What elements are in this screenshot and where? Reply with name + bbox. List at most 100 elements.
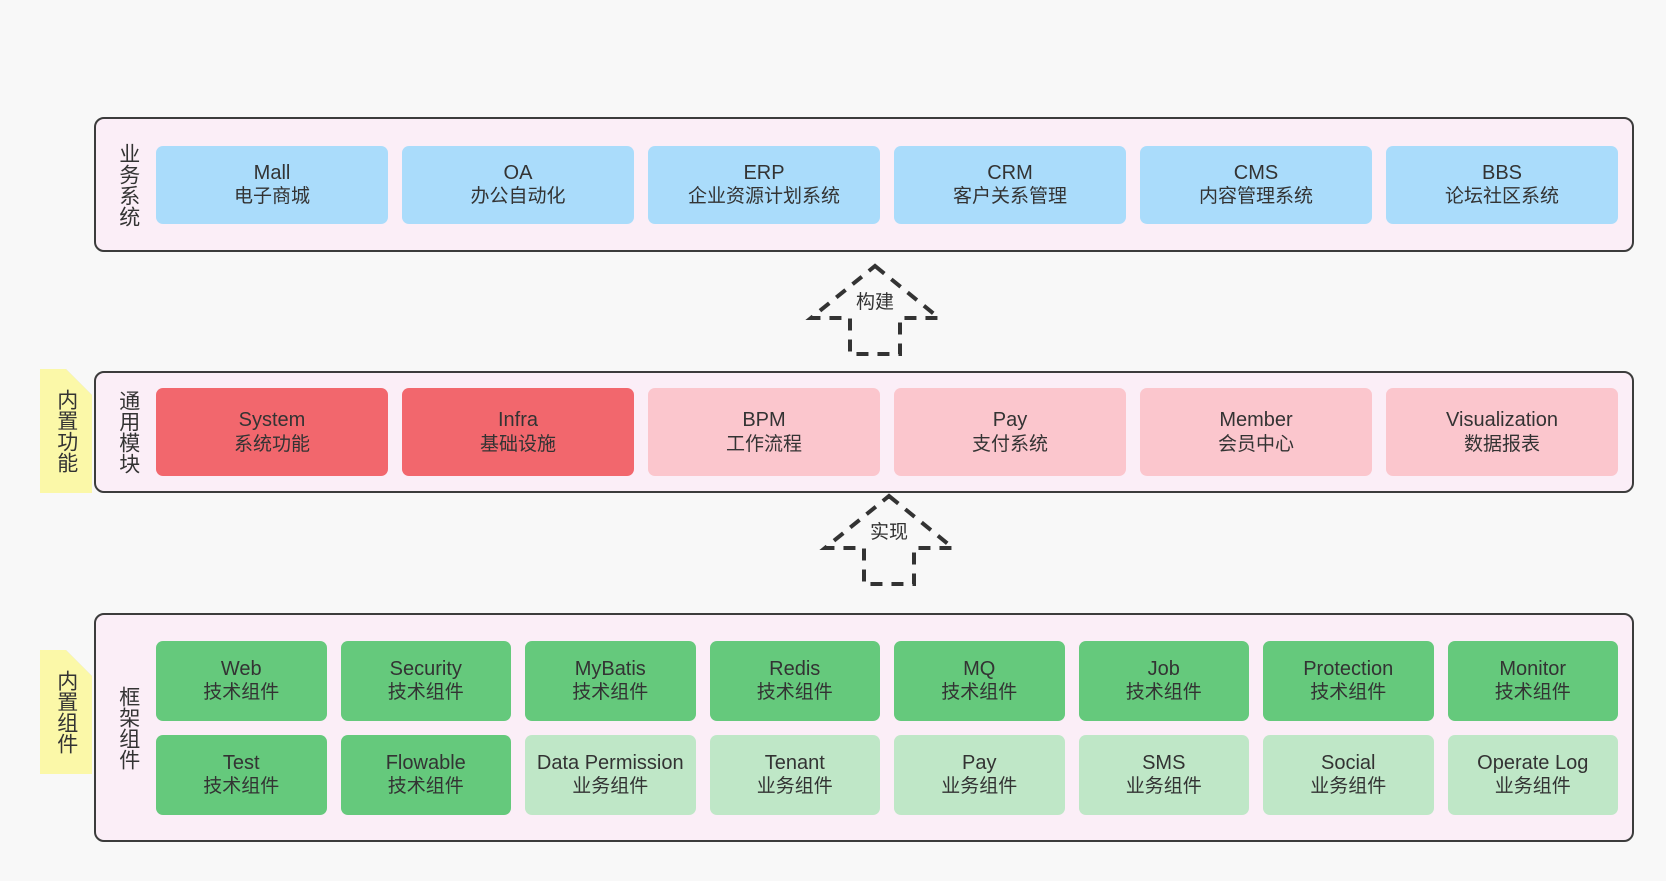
- node-member-title: Member: [1219, 409, 1293, 432]
- sticky-note-builtin-components-label: 内置组件: [54, 670, 78, 754]
- node-web-subtitle: 技术组件: [203, 682, 280, 704]
- layer-business-systems: 业务系统 Mall 电子商城 OA 办公自动化 ERP 企业资源计划系统 CRM: [94, 117, 1634, 252]
- node-mybatis-subtitle: 技术组件: [572, 682, 649, 704]
- node-security-title: Security: [389, 657, 462, 680]
- node-mall[interactable]: Mall 电子商城: [156, 145, 388, 224]
- node-bpm-subtitle: 工作流程: [725, 433, 802, 455]
- node-web-title: Web: [220, 657, 262, 680]
- node-visualization-title: Visualization: [1446, 409, 1558, 432]
- node-mall-subtitle: 电子商城: [233, 186, 310, 208]
- node-erp-subtitle: 企业资源计划系统: [687, 186, 840, 208]
- layer-body-business-systems: Mall 电子商城 OA 办公自动化 ERP 企业资源计划系统 CRM 客户关系…: [152, 119, 1632, 250]
- node-test[interactable]: Test 技术组件: [156, 734, 327, 815]
- node-test-subtitle: 技术组件: [203, 776, 280, 798]
- node-infra-title: Infra: [497, 409, 539, 432]
- node-system[interactable]: System 系统功能: [156, 388, 388, 476]
- node-visualization[interactable]: Visualization 数据报表: [1386, 388, 1618, 476]
- node-monitor-subtitle: 技术组件: [1494, 682, 1571, 704]
- node-pay-module[interactable]: Pay 支付系统: [894, 388, 1126, 476]
- node-tenant-title: Tenant: [764, 751, 825, 774]
- node-mybatis-title: MyBatis: [574, 657, 646, 680]
- node-member[interactable]: Member 会员中心: [1140, 388, 1372, 476]
- node-mq-title: MQ: [963, 657, 996, 680]
- implement-arrow-icon: [819, 493, 959, 586]
- node-crm-title: CRM: [987, 161, 1033, 184]
- layer-label-common-modules: 通用模块: [116, 390, 140, 474]
- node-mq[interactable]: MQ 技术组件: [894, 640, 1065, 721]
- node-bpm-title: BPM: [742, 409, 786, 432]
- node-redis[interactable]: Redis 技术组件: [709, 640, 880, 721]
- node-visualization-subtitle: 数据报表: [1463, 433, 1540, 455]
- node-cms[interactable]: CMS 内容管理系统: [1140, 145, 1372, 224]
- node-bbs-title: BBS: [1481, 161, 1523, 184]
- node-operate-log[interactable]: Operate Log 业务组件: [1447, 734, 1618, 815]
- node-job-subtitle: 技术组件: [1125, 682, 1202, 704]
- layer-common-modules: 通用模块 System 系统功能 Infra 基础设施 BPM 工作流程 Pay: [94, 371, 1634, 493]
- sticky-note-builtin-components: 内置组件: [40, 650, 92, 774]
- common-modules-row: System 系统功能 Infra 基础设施 BPM 工作流程 Pay 支付系统…: [156, 388, 1618, 476]
- node-oa[interactable]: OA 办公自动化: [402, 145, 634, 224]
- node-erp-title: ERP: [743, 161, 785, 184]
- node-data-permission[interactable]: Data Permission 业务组件: [525, 734, 696, 815]
- build-arrow-icon: [805, 263, 945, 356]
- node-job-title: Job: [1147, 657, 1180, 680]
- node-pay-component[interactable]: Pay 业务组件: [894, 734, 1065, 815]
- node-sms[interactable]: SMS 业务组件: [1078, 734, 1249, 815]
- framework-row-business: Test 技术组件 Flowable 技术组件 Data Permission …: [156, 734, 1618, 815]
- business-systems-row: Mall 电子商城 OA 办公自动化 ERP 企业资源计划系统 CRM 客户关系…: [156, 145, 1618, 224]
- node-protection[interactable]: Protection 技术组件: [1263, 640, 1434, 721]
- node-operate-log-title: Operate Log: [1477, 751, 1589, 774]
- node-monitor[interactable]: Monitor 技术组件: [1447, 640, 1618, 721]
- layer-label-business-systems: 业务系统: [116, 142, 140, 227]
- node-data-permission-title: Data Permission: [536, 751, 684, 774]
- node-crm-subtitle: 客户关系管理: [952, 186, 1067, 208]
- node-tenant-subtitle: 业务组件: [756, 776, 833, 798]
- sticky-note-builtin-features-label: 内置功能: [54, 389, 78, 473]
- framework-components-rows: Web 技术组件 Security 技术组件 MyBatis 技术组件 Redi…: [156, 640, 1618, 815]
- framework-row-technical: Web 技术组件 Security 技术组件 MyBatis 技术组件 Redi…: [156, 640, 1618, 721]
- node-sms-subtitle: 业务组件: [1125, 776, 1202, 798]
- node-crm[interactable]: CRM 客户关系管理: [894, 145, 1126, 224]
- node-system-subtitle: 系统功能: [233, 433, 310, 455]
- node-mybatis[interactable]: MyBatis 技术组件: [525, 640, 696, 721]
- node-security[interactable]: Security 技术组件: [340, 640, 511, 721]
- node-tenant[interactable]: Tenant 业务组件: [709, 734, 880, 815]
- node-web[interactable]: Web 技术组件: [156, 640, 327, 721]
- node-infra[interactable]: Infra 基础设施: [402, 388, 634, 476]
- node-infra-subtitle: 基础设施: [479, 433, 556, 455]
- node-flowable-title: Flowable: [385, 751, 466, 774]
- node-redis-subtitle: 技术组件: [756, 682, 833, 704]
- node-cms-subtitle: 内容管理系统: [1198, 186, 1313, 208]
- node-job[interactable]: Job 技术组件: [1078, 640, 1249, 721]
- node-member-subtitle: 会员中心: [1217, 433, 1294, 455]
- node-protection-subtitle: 技术组件: [1310, 682, 1387, 704]
- node-sms-title: SMS: [1142, 751, 1186, 774]
- node-system-title: System: [238, 409, 306, 432]
- node-pay-component-subtitle: 业务组件: [941, 776, 1018, 798]
- connector-implement-label: 实现: [869, 522, 909, 543]
- layer-label-framework-components: 框架组件: [116, 685, 140, 770]
- node-test-title: Test: [222, 751, 260, 774]
- node-mall-title: Mall: [253, 161, 291, 184]
- connector-build-label: 构建: [855, 292, 895, 313]
- node-data-permission-subtitle: 业务组件: [572, 776, 649, 798]
- node-social-title: Social: [1321, 751, 1376, 774]
- node-bbs-subtitle: 论坛社区系统: [1444, 186, 1559, 208]
- node-erp[interactable]: ERP 企业资源计划系统: [648, 145, 880, 224]
- connector-implement: 实现: [814, 492, 964, 587]
- node-bbs[interactable]: BBS 论坛社区系统: [1386, 145, 1618, 224]
- node-monitor-title: Monitor: [1499, 657, 1567, 680]
- node-security-subtitle: 技术组件: [387, 682, 464, 704]
- node-flowable-subtitle: 技术组件: [387, 776, 464, 798]
- node-cms-title: CMS: [1233, 161, 1279, 184]
- node-pay-module-subtitle: 支付系统: [971, 433, 1048, 455]
- connector-build: 构建: [800, 262, 950, 357]
- layer-body-common-modules: System 系统功能 Infra 基础设施 BPM 工作流程 Pay 支付系统…: [152, 373, 1632, 491]
- node-social[interactable]: Social 业务组件: [1263, 734, 1434, 815]
- node-pay-module-title: Pay: [992, 409, 1028, 432]
- node-redis-title: Redis: [769, 657, 821, 680]
- node-oa-subtitle: 办公自动化: [470, 186, 566, 208]
- node-bpm[interactable]: BPM 工作流程: [648, 388, 880, 476]
- node-flowable[interactable]: Flowable 技术组件: [340, 734, 511, 815]
